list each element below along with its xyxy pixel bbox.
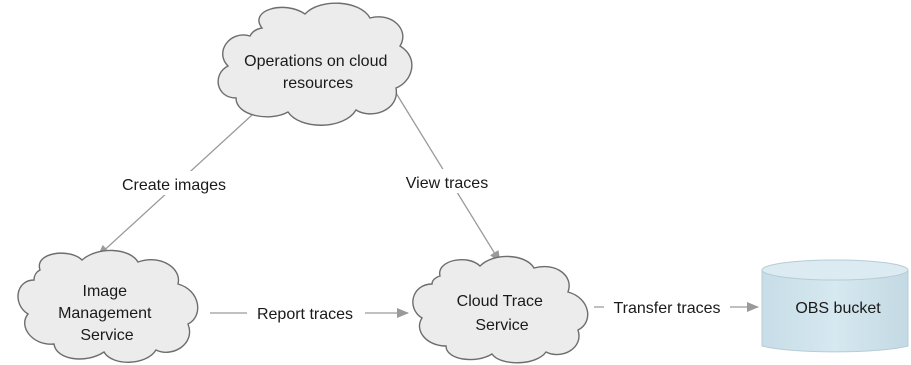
cloud-shape [17,249,199,363]
create-images-label-group: Create images [110,171,240,195]
label-background [247,302,365,324]
cylinder-top [761,259,909,281]
ims-label-line-3: Service [80,327,133,344]
ims-label: Image Management Service [58,283,156,344]
ims-cloud: Image Management Service [17,249,199,363]
operations-label: Operations on cloud resources [244,53,392,92]
cts-label: Cloud Trace Service [457,293,548,334]
transfer-traces-label: Transfer traces [614,300,721,317]
cts-cloud: Cloud Trace Service [412,255,589,364]
ims-label-line-2: Management [58,305,152,322]
create-images-label: Create images [122,177,226,194]
label-background [110,171,240,195]
report-traces-label-group: Report traces [247,302,365,324]
label-background [604,296,730,318]
operations-label-line-2: resources [283,75,353,92]
cts-label-line-2: Service [475,317,528,334]
obs-bucket-cylinder: OBS bucket [761,259,909,353]
ims-label-line-1: Image [83,283,128,300]
operations-label-line-1: Operations on cloud [244,53,387,70]
cloud-shape [412,255,589,364]
obs-bucket-label: OBS bucket [795,300,881,317]
cylinder-body [761,269,909,353]
cts-label-line-1: Cloud Trace [457,293,543,310]
transfer-traces-label-group: Transfer traces [604,296,730,318]
cloud-shape [217,2,413,126]
view-traces-label-group: View traces [394,169,500,193]
view-traces-label: View traces [406,175,488,192]
report-traces-label: Report traces [257,306,353,323]
operations-cloud: Operations on cloud resources [217,2,413,126]
label-background [394,169,500,193]
